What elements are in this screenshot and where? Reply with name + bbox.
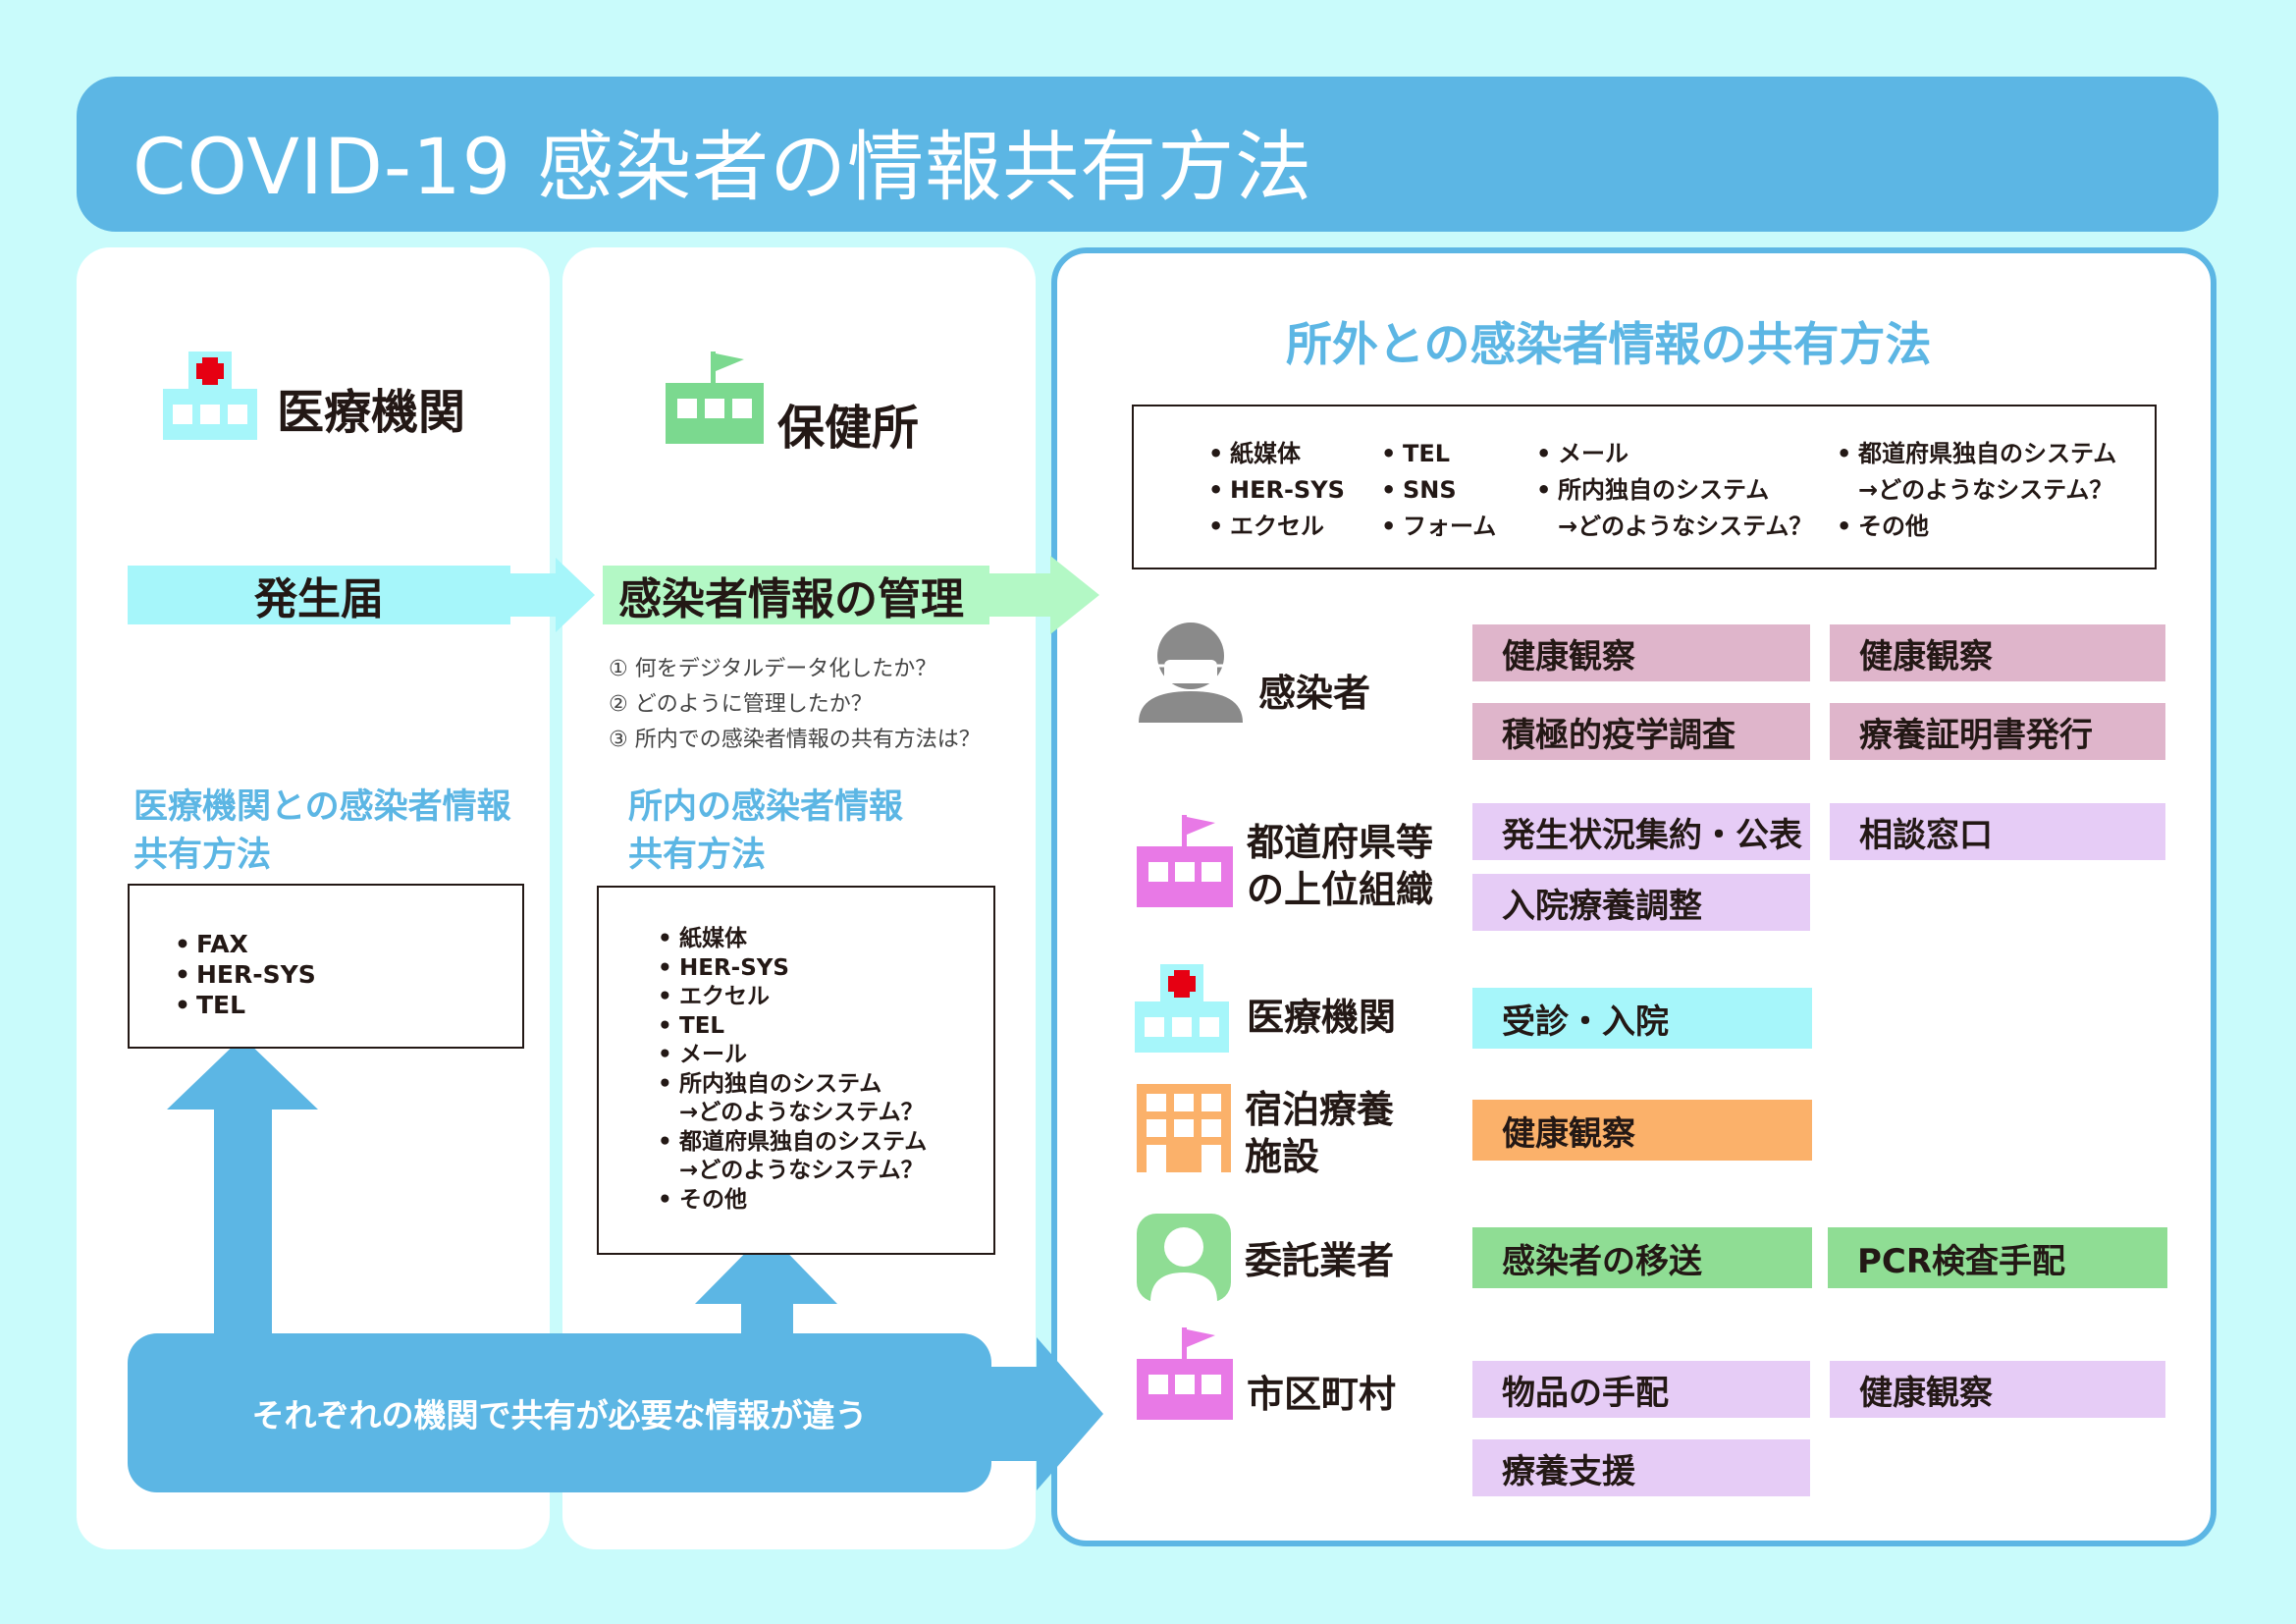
subtitle-health-center: 所内の感染者情報 共有方法 [628, 784, 903, 880]
row-label-hotel-line1: 宿泊療養 [1245, 1088, 1395, 1131]
list-item: メール [658, 1041, 927, 1070]
title-bar [77, 77, 2218, 232]
subtitle-health-center-line1: 所内の感染者情報 [628, 787, 904, 827]
list-item: 都道府県独自のシステム [658, 1128, 927, 1158]
question-item: ① 何をデジタルデータ化したか？ [609, 657, 937, 681]
subtitle-health-center-line2: 共有方法 [628, 836, 767, 875]
row-label-hospital: 医療機関 [1247, 996, 1397, 1039]
row-label-prefecture-line1: 都道府県等 [1247, 821, 1434, 864]
subtitle-medical: 医療機関との感染者情報 共有方法 [133, 784, 511, 880]
list-item: HER-SYS [658, 954, 927, 984]
tag-health-observation: 健康観察 [1472, 624, 1810, 681]
page-title: COVID-19 感染者の情報共有方法 [133, 124, 1313, 212]
list-item: HER-SYS [175, 959, 316, 990]
list-item: 所内独自のシステム [658, 1070, 927, 1100]
bar-info-management: 感染者情報の管理 [603, 566, 989, 624]
tag-consult-admission: 受診・入院 [1472, 988, 1812, 1049]
list-item: TEL [1381, 436, 1496, 472]
methods-box-medical: FAX HER-SYS TEL [128, 884, 524, 1049]
hotel-building-icon [1137, 1084, 1231, 1172]
tag-epidemiological-survey: 積極的疫学調査 [1472, 703, 1810, 760]
list-item: その他 [1837, 509, 2116, 545]
list-item-sub: →どのようなシステム？ [679, 1158, 924, 1183]
list-item: 所内独自のシステム [1536, 472, 1812, 509]
list-item: エクセル [658, 983, 927, 1012]
external-title: 所外との感染者情報の共有方法 [1286, 318, 1932, 372]
list-item: 都道府県独自のシステム [1837, 436, 2116, 472]
tag-hospitalization-adjustment: 入院療養調整 [1472, 874, 1810, 931]
question-item: ③ 所内での感染者情報の共有方法は？ [609, 728, 981, 752]
tag-patient-transport: 感染者の移送 [1472, 1227, 1812, 1288]
list-item: SNS [1381, 472, 1496, 509]
subtitle-medical-line2: 共有方法 [133, 836, 272, 875]
tag-health-observation: 健康観察 [1472, 1100, 1812, 1161]
list-item: 紙媒体 [1208, 436, 1345, 472]
tag-recovery-support: 療養支援 [1472, 1439, 1810, 1496]
row-label-prefecture: 都道府県等 の上位組織 [1247, 819, 1433, 913]
arrow-manage-to-external [989, 556, 1099, 634]
list-item: その他 [658, 1186, 927, 1216]
right-arrow-external [982, 1337, 1103, 1490]
tag-pcr-arrangement: PCR検査手配 [1828, 1227, 2167, 1288]
health-center-icon [666, 352, 764, 444]
org-label-medical: 医療機関 [277, 385, 466, 440]
tag-treatment-certificate: 療養証明書発行 [1830, 703, 2165, 760]
building-flag-icon [1137, 1327, 1233, 1420]
tag-consultation: 相談窓口 [1830, 803, 2165, 860]
up-arrow-health-center [695, 1231, 837, 1355]
tag-health-observation: 健康観察 [1830, 624, 2165, 681]
bar-notification: 発生届 [128, 566, 510, 624]
subtitle-medical-line1: 医療機関との感染者情報 [133, 787, 511, 827]
hospital-icon [1135, 964, 1229, 1053]
list-item-sub: →どのようなシステム？ [679, 1100, 924, 1125]
list-item-sub: →どのようなシステム？ [1858, 476, 2113, 504]
list-item: フォーム [1381, 509, 1496, 545]
list-item: 紙媒体 [658, 925, 927, 954]
methods-box-external: 紙媒体 HER-SYS エクセル TEL SNS フォーム メール 所内独自のシ… [1132, 405, 2157, 569]
hospital-icon [163, 352, 257, 440]
list-item: TEL [175, 990, 316, 1020]
list-item: FAX [175, 929, 316, 959]
org-label-health-center: 保健所 [777, 401, 920, 456]
row-label-hotel: 宿泊療養 施設 [1245, 1086, 1394, 1180]
bottom-banner: それぞれの機関で共有が必要な情報が違う [128, 1333, 991, 1492]
arrow-notify-to-manage [510, 558, 595, 632]
tag-health-observation: 健康観察 [1830, 1361, 2165, 1418]
row-label-contractor: 委託業者 [1245, 1239, 1395, 1282]
row-label-municipality: 市区町村 [1247, 1373, 1397, 1416]
masked-person-icon [1139, 623, 1243, 723]
building-flag-icon [1137, 815, 1233, 907]
question-item: ② どのように管理したか？ [609, 692, 873, 717]
row-label-hotel-line2: 施設 [1245, 1135, 1320, 1178]
list-item-sub: →どのようなシステム？ [1558, 513, 1813, 540]
list-item: HER-SYS [1208, 472, 1345, 509]
list-item: エクセル [1208, 509, 1345, 545]
question-list: ① 何をデジタルデータ化したか？ ② どのように管理したか？ ③ 所内での感染者… [609, 652, 981, 758]
methods-box-health-center: 紙媒体 HER-SYS エクセル TEL メール 所内独自のシステム →どのよう… [597, 886, 995, 1255]
row-label-prefecture-line2: の上位組織 [1247, 868, 1434, 911]
list-item: メール [1536, 436, 1812, 472]
list-item: TEL [658, 1012, 927, 1042]
tag-outbreak-summary: 発生状況集約・公表 [1472, 803, 1810, 860]
tag-supply-arrangement: 物品の手配 [1472, 1361, 1810, 1418]
contractor-person-icon [1137, 1214, 1231, 1302]
up-arrow-medical [167, 1037, 318, 1355]
row-label-patient: 感染者 [1258, 672, 1371, 715]
